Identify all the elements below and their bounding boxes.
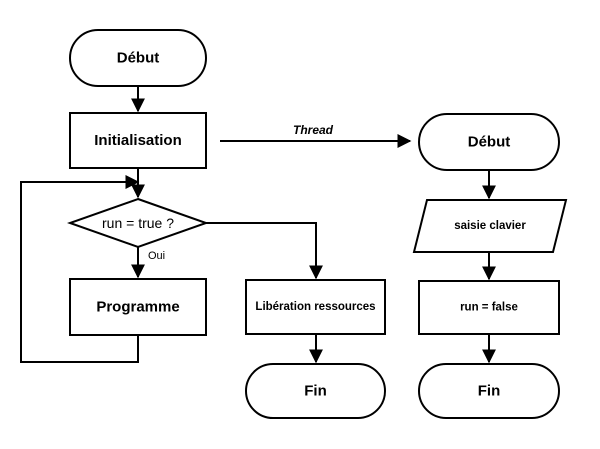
node-set-false: run = false [418,280,560,335]
input-parallelogram-shape [412,199,568,253]
process-shape [69,112,207,169]
keyboard-label: saisie clavier [454,220,526,232]
terminator-shape [69,29,207,87]
connectors [20,87,496,364]
node-start-main: Début [69,29,207,87]
node-end-thread: Fin [418,363,560,419]
process-shape [418,280,560,335]
node-end-main: Fin [245,363,386,419]
set-false-label: run = false [460,302,518,314]
node-keyboard: saisie clavier [412,199,568,253]
terminator-shape [418,363,560,419]
node-start-thread: Début [418,113,560,171]
end-main-label: Fin [304,383,327,400]
process-shape [245,279,386,335]
edge-decision-no-to-release [206,222,323,280]
init-label: Initialisation [94,132,182,149]
edge-program-loop-back [20,175,140,363]
decision-label: run = true ? [102,215,174,231]
start-main-label: Début [117,50,160,67]
terminator-shape [418,113,560,171]
decision-shape [66,197,210,249]
node-decision: run = true ? [66,197,210,249]
node-program: Programme [69,278,207,336]
thread-label: Thread [293,123,334,137]
release-label: Libération ressources [255,301,375,313]
node-init: Initialisation [69,112,207,169]
program-label: Programme [96,299,179,316]
terminator-shape [245,363,386,419]
node-release: Libération ressources [245,279,386,335]
process-shape [69,278,207,336]
yes-branch-label: Oui [148,250,165,262]
start-thread-label: Début [468,134,511,151]
end-thread-label: Fin [478,383,501,400]
